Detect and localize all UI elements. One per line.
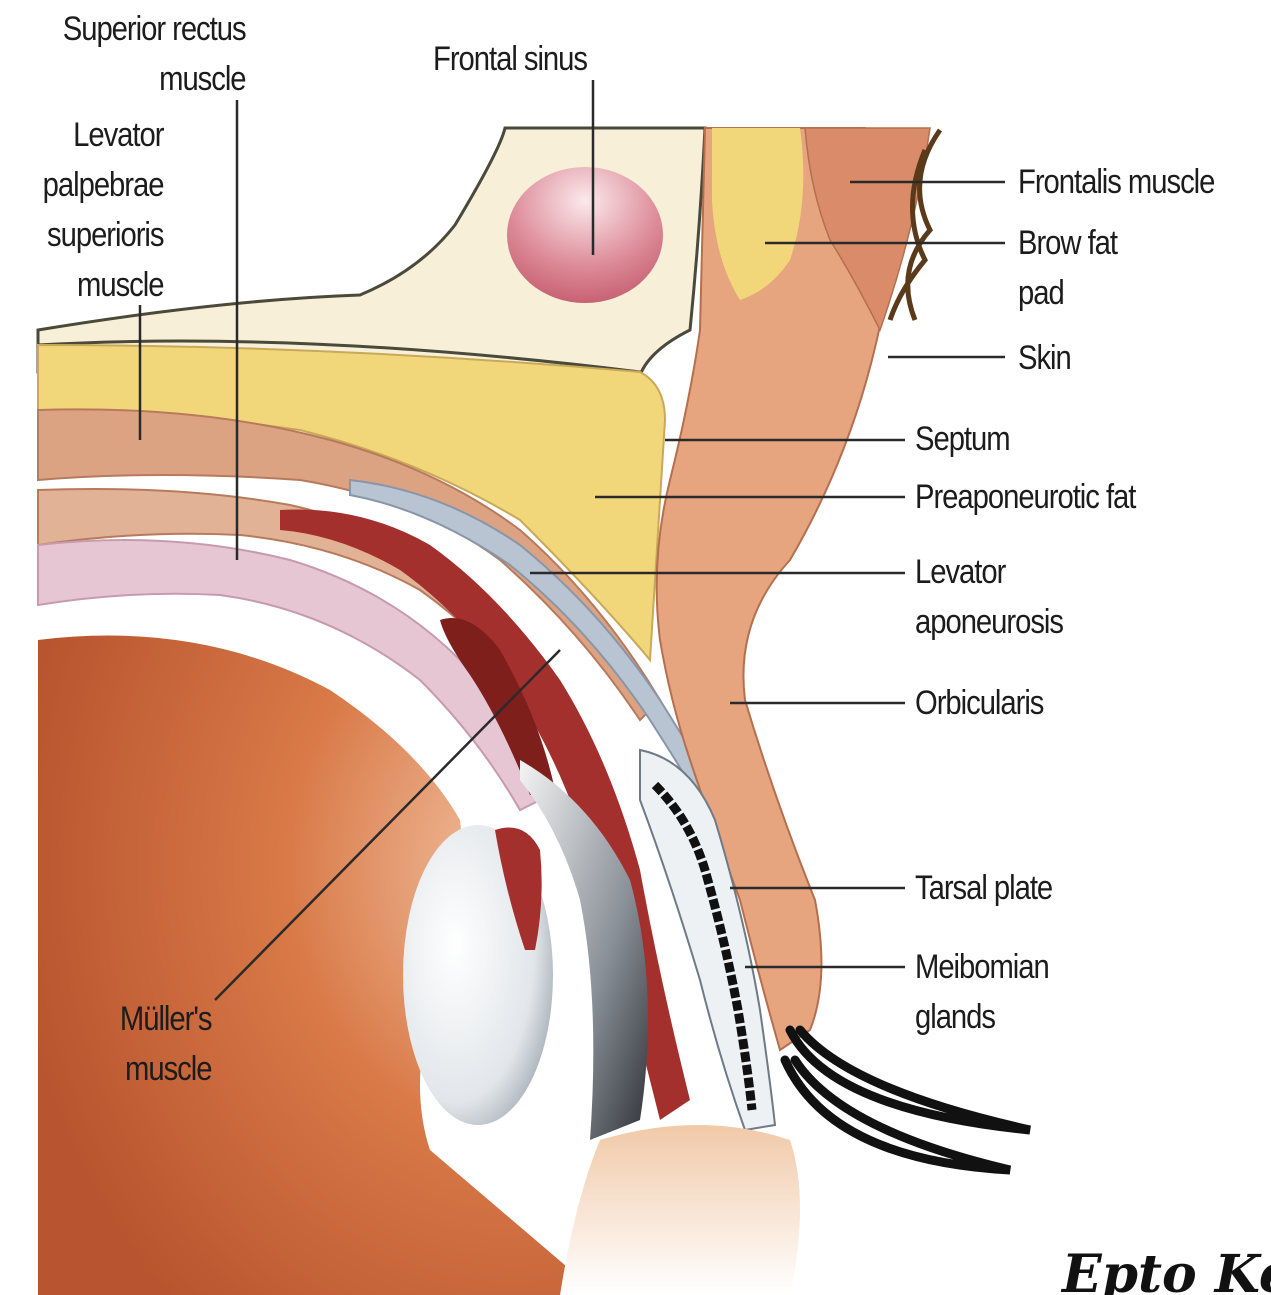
label-mullers-muscle-line2: muscle xyxy=(119,1044,211,1094)
label-superior-rectus-line1: Superior rectus xyxy=(63,4,246,54)
label-superior-rectus: Superior rectus muscle xyxy=(63,4,246,104)
label-orbicularis-line1: Orbicularis xyxy=(915,678,1043,728)
label-frontal-sinus-line1: Frontal sinus xyxy=(403,34,618,84)
eyelashes xyxy=(785,1030,1030,1170)
label-levator-aponeurosis: Levator aponeurosis xyxy=(915,547,1063,647)
label-preaponeurotic-fat: Preaponeurotic fat xyxy=(915,472,1135,522)
label-tarsal-plate-line1: Tarsal plate xyxy=(915,863,1052,913)
label-skin: Skin xyxy=(1018,333,1071,383)
label-septum: Septum xyxy=(915,414,1010,464)
label-skin-line1: Skin xyxy=(1018,333,1071,383)
label-meibomian-glands: Meibomian glands xyxy=(915,942,1049,1042)
label-septum-line1: Septum xyxy=(915,414,1010,464)
label-preaponeurotic-fat-line1: Preaponeurotic fat xyxy=(915,472,1135,522)
label-mullers-muscle-line1: Müller's xyxy=(119,994,211,1044)
label-mullers-muscle: Müller's muscle xyxy=(119,994,211,1094)
label-tarsal-plate: Tarsal plate xyxy=(915,863,1052,913)
label-frontalis: Frontalis muscle xyxy=(1018,157,1214,207)
frontal-sinus-shape xyxy=(507,167,663,303)
label-meibomian-glands-line2: glands xyxy=(915,992,1049,1042)
label-levator-aponeurosis-line1: Levator xyxy=(915,547,1063,597)
label-meibomian-glands-line1: Meibomian xyxy=(915,942,1049,992)
label-brow-fat-pad-line2: pad xyxy=(1018,268,1117,318)
label-levator-palpebrae-line3: superioris xyxy=(42,210,163,260)
label-levator-palpebrae-line1: Levator xyxy=(42,110,163,160)
watermark: Epto Ke xyxy=(1062,1244,1271,1295)
label-levator-palpebrae-line4: muscle xyxy=(42,260,163,310)
label-levator-aponeurosis-line2: aponeurosis xyxy=(915,597,1063,647)
label-levator-palpebrae: Levator palpebrae superioris muscle xyxy=(42,110,163,310)
label-levator-palpebrae-line2: palpebrae xyxy=(42,160,163,210)
lower-lid xyxy=(560,1125,800,1295)
label-brow-fat-pad: Brow fat pad xyxy=(1018,218,1117,318)
label-orbicularis: Orbicularis xyxy=(915,678,1043,728)
label-superior-rectus-line2: muscle xyxy=(63,54,246,104)
label-brow-fat-pad-line1: Brow fat xyxy=(1018,218,1117,268)
label-frontal-sinus: Frontal sinus xyxy=(403,34,618,84)
label-frontalis-line1: Frontalis muscle xyxy=(1018,157,1214,207)
